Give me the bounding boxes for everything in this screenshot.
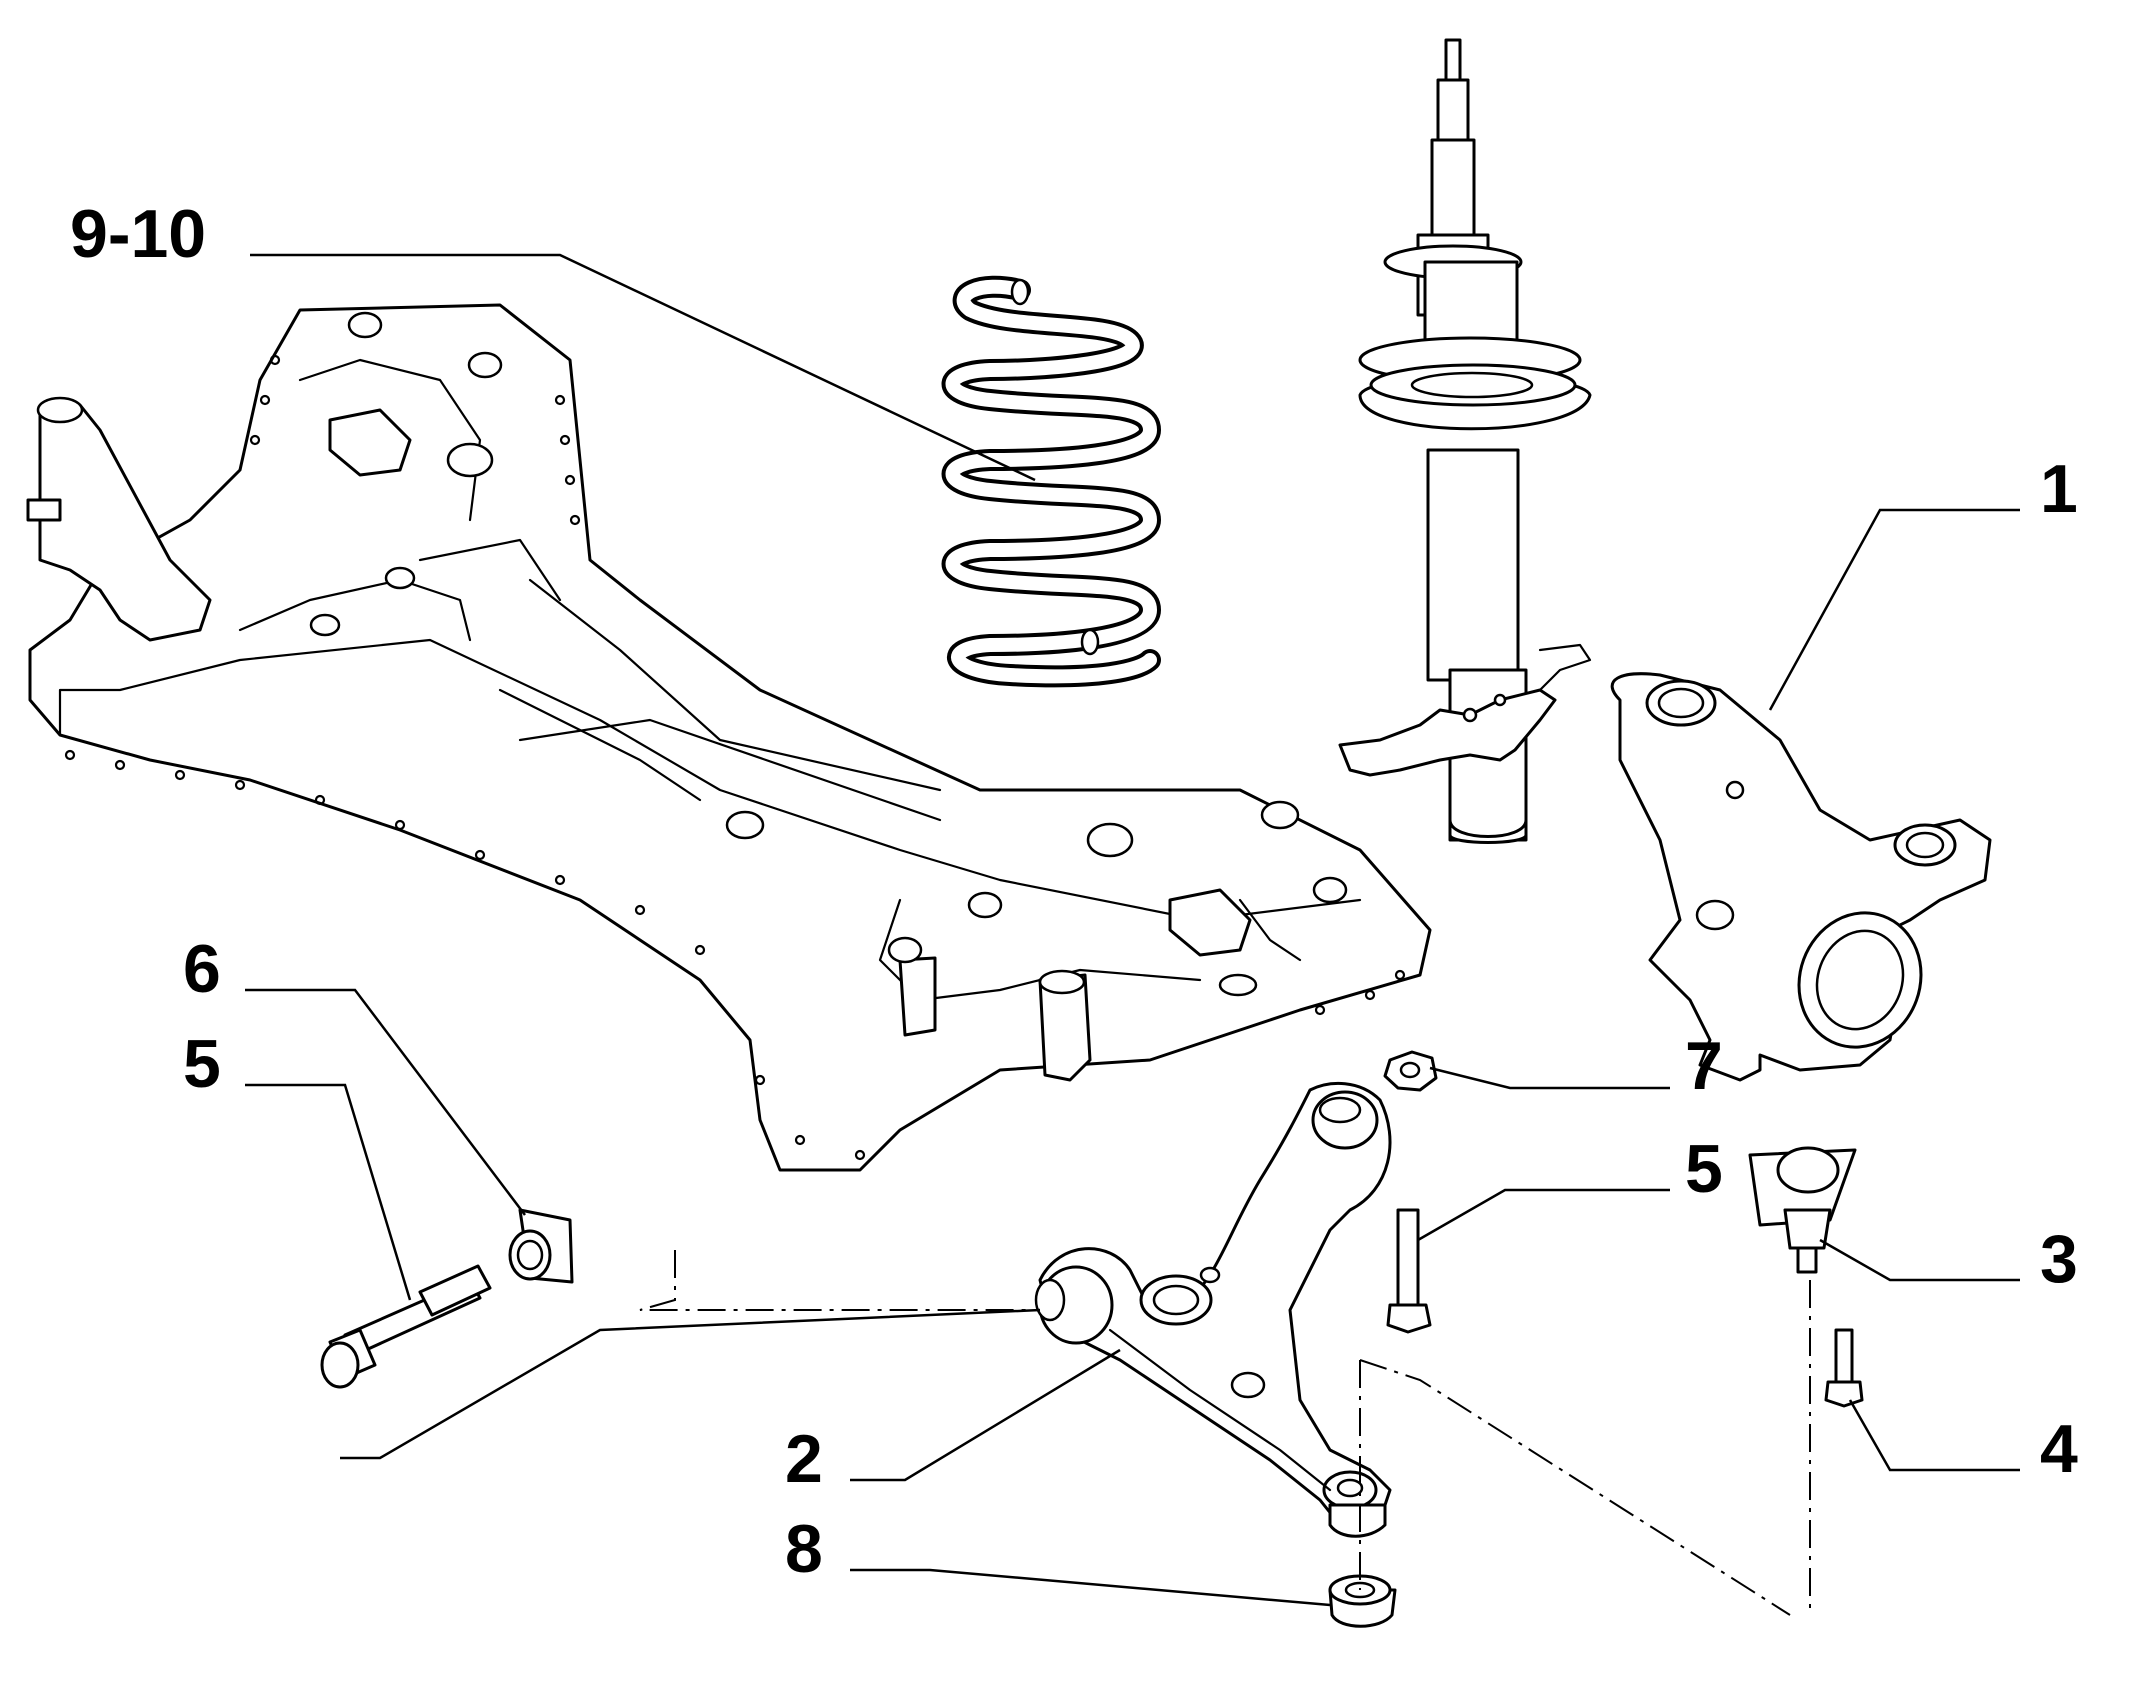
subframe-crossmember: [26, 303, 1432, 1172]
callout-bolt-left: 5: [183, 1026, 221, 1102]
coil-spring: [942, 275, 1161, 688]
screw-part-4: [1824, 1328, 1864, 1408]
callout-spring: 9-10: [70, 196, 207, 272]
callout-bush: 8: [785, 1511, 823, 1587]
bolt-right: [1386, 1208, 1432, 1334]
callout-bolt-right: 5: [1685, 1131, 1723, 1207]
steering-knuckle: [1610, 672, 1992, 1082]
callout-bushing: 6: [183, 931, 221, 1007]
callout-control-arm: 2: [785, 1421, 823, 1497]
callout-nut: 7: [1685, 1028, 1723, 1104]
callout-knuckle: 1: [2040, 451, 2078, 527]
callout-ball-joint: 3: [2040, 1221, 2078, 1297]
ball-joint-part-3: [1748, 1146, 1857, 1274]
nut-part-7: [1383, 1050, 1438, 1092]
lower-control-arm: [1034, 1081, 1392, 1538]
bolt-long-left: [320, 1264, 492, 1389]
bushing-part-6: [508, 1208, 574, 1284]
leader-lines: [245, 253, 2020, 1607]
bush-part-8: [1328, 1574, 1397, 1628]
assembly-guide-lines: [639, 1250, 1811, 1616]
shock-absorber-strut: [1338, 38, 1592, 844]
callout-screw: 4: [2040, 1411, 2078, 1487]
